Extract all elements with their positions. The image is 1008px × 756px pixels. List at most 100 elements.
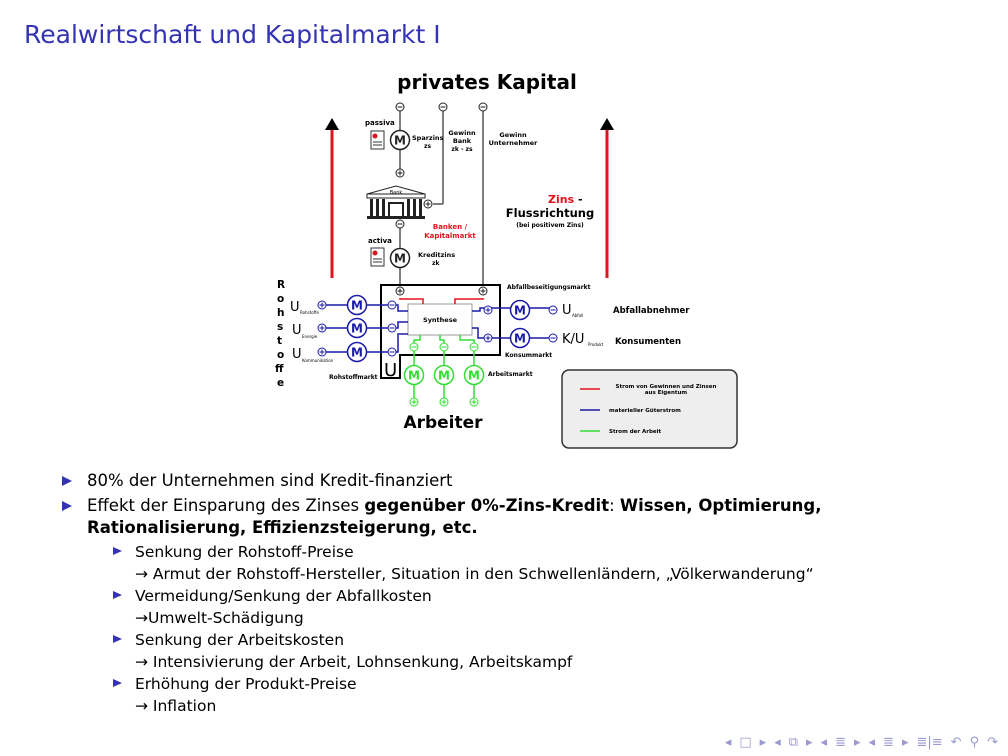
- motor-label: M: [394, 134, 406, 148]
- beamer-navigation: ◂ □ ▸ ◂ ⧉ ▸ ◂ ≣ ▸ ◂ ≣ ▸ ≣|≡ ↶ ⚲ ↷: [725, 735, 998, 750]
- motor-label: M: [351, 299, 363, 313]
- motor-label: M: [394, 252, 406, 266]
- sub-bullet-consequence: → Intensivierung der Arbeit, Lohnsenkung…: [135, 653, 573, 671]
- rohstoffe-letter: R: [277, 279, 285, 291]
- motor-label: M: [514, 304, 526, 318]
- plus-minus-nodes: [317, 102, 558, 407]
- document-icon-passiva: [370, 130, 385, 150]
- motor-market-icon: M: [389, 247, 411, 269]
- minus-node-icon: [395, 219, 405, 229]
- plus-node-icon: [409, 397, 419, 407]
- bullet-text: :: [609, 496, 620, 515]
- plus-node-icon: [317, 347, 327, 357]
- banken-label-1: Banken /: [433, 223, 468, 231]
- red-arrow-right: [600, 118, 614, 278]
- plus-node-icon: [483, 333, 493, 343]
- motor-market-icon: M: [433, 364, 455, 386]
- bullet-item: 80% der Unternehmen sind Kredit-finanzie…: [62, 470, 962, 492]
- motor-market-icon: M: [509, 327, 531, 349]
- minus-node-icon: [478, 102, 488, 112]
- slide-title: Realwirtschaft und Kapitalmarkt I: [24, 20, 441, 49]
- profit-flow-lines: [399, 298, 484, 304]
- output-u-abfall: U: [562, 303, 572, 318]
- nav-section-icon[interactable]: ≣: [835, 735, 846, 750]
- nav-frame-icon[interactable]: □: [739, 735, 752, 750]
- sub-bullet-text: Erhöhung der Produkt-Preise: [135, 675, 357, 693]
- sub-bullet-item: Vermeidung/Senkung der Abfallkosten→Umwe…: [109, 585, 962, 629]
- nav-subsec-next-icon[interactable]: ▸: [901, 735, 909, 750]
- sub-bullet-item: Erhöhung der Produkt-Preise → Inflation: [109, 673, 962, 717]
- synthese-label: Synthese: [423, 316, 458, 324]
- nav-subsection-icon[interactable]: ⧉: [788, 735, 799, 750]
- activa-label: activa: [368, 237, 392, 245]
- bullet-triangle-icon: [62, 501, 72, 511]
- nav-subsec-icon[interactable]: ≣: [883, 735, 894, 750]
- nav-frame-next-icon[interactable]: ▸: [759, 735, 767, 750]
- nav-subsec-prev-icon[interactable]: ◂: [868, 735, 876, 750]
- sub-bullet-item: Senkung der Arbeitskosten→ Intensivierun…: [109, 629, 962, 673]
- minus-node-icon: [438, 102, 448, 112]
- rohstoffe-letter: s: [277, 321, 283, 333]
- nav-subsection-prev-icon[interactable]: ◂: [774, 735, 781, 750]
- rohstoffe-letter: e: [277, 377, 284, 389]
- bank-building-icon: [366, 185, 426, 219]
- minus-node-icon: [409, 342, 419, 352]
- nav-frame-prev-icon[interactable]: ◂: [724, 735, 732, 750]
- nav-toc-icon[interactable]: ≣|≡: [916, 735, 943, 750]
- rohstoffe-letter: t: [277, 335, 282, 347]
- gewinn-bank-3: zk - zs: [451, 146, 473, 153]
- gewinn-unternehmer-2: Unternehmer: [489, 139, 538, 147]
- banken-label-2: Kapitalmarkt: [424, 232, 476, 240]
- sub-bullet-consequence: → Armut der Rohstoff-Hersteller, Situati…: [135, 565, 814, 583]
- rohstoffe-letter: ff: [275, 363, 284, 375]
- zins-dash: -: [574, 193, 582, 206]
- bullet-triangle-icon: [113, 591, 122, 599]
- bullet-text: 80% der Unternehmen sind Kredit-finanzie…: [87, 471, 453, 490]
- plus-node-icon: [395, 286, 405, 296]
- plus-node-icon: [317, 300, 327, 310]
- input-sub-rohstoffe: Rohstoffe: [300, 310, 319, 315]
- input-u-kommunikation: U: [292, 347, 302, 362]
- sub-bullet-text: Senkung der Rohstoff-Preise: [135, 543, 354, 561]
- motor-market-icon: M: [463, 364, 485, 386]
- bullet-triangle-icon: [62, 476, 72, 486]
- legend-item-goods: materieller Güterstrom: [580, 408, 681, 414]
- motor-market-icon: M: [389, 129, 411, 151]
- legend-label: Strom von Gewinnen und Zinsen: [616, 384, 717, 390]
- nav-forward-icon[interactable]: ↷: [987, 735, 998, 750]
- minus-node-icon: [387, 300, 397, 310]
- minus-node-icon: [395, 102, 405, 112]
- red-arrow-left: [325, 118, 339, 278]
- zins-label: Zins -: [548, 193, 583, 206]
- motor-label: M: [351, 346, 363, 360]
- plus-node-icon: [423, 199, 433, 209]
- nav-subsection-next-icon[interactable]: ▸: [806, 735, 813, 750]
- nav-section-next-icon[interactable]: ▸: [853, 735, 861, 750]
- input-sub-kommunikation: Kommunikation: [302, 358, 334, 363]
- nav-back-icon[interactable]: ↶: [950, 735, 962, 750]
- nav-section-prev-icon[interactable]: ◂: [820, 735, 828, 750]
- plus-node-icon: [395, 168, 405, 178]
- synthese-box: [407, 303, 473, 336]
- nav-search-icon[interactable]: ⚲: [969, 735, 980, 750]
- heading-arbeiter: Arbeiter: [403, 413, 483, 433]
- sparzins-label: Sparzins: [412, 134, 444, 142]
- plus-node-icon: [483, 305, 493, 315]
- motor-market-icon: M: [346, 294, 368, 316]
- minus-node-icon: [387, 323, 397, 333]
- motor-label: M: [514, 332, 526, 346]
- passiva-label: passiva: [365, 119, 395, 127]
- input-u-energie: U: [292, 323, 302, 338]
- gewinn-unternehmer-1: Gewinn: [499, 131, 527, 139]
- flussrichtung-label: Flussrichtung: [506, 206, 594, 220]
- motor-market-icon: M: [509, 299, 531, 321]
- document-icon-activa: [370, 247, 385, 267]
- kreditzins-symbol: zk: [432, 260, 440, 267]
- rohstoffe-vertical-label: R o h s t o ff e: [275, 279, 285, 389]
- heading-privates-kapital: privates Kapital: [397, 70, 577, 94]
- gewinn-bank-2: Bank: [453, 137, 472, 145]
- sub-bullet-consequence: →Umwelt-Schädigung: [135, 609, 304, 627]
- sub-bullet-consequence: → Inflation: [135, 697, 217, 715]
